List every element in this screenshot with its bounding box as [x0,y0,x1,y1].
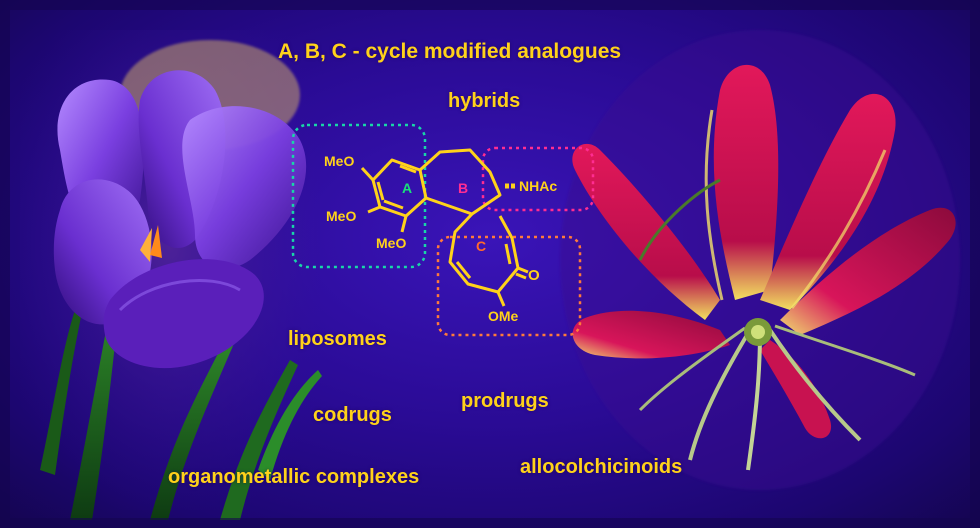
molecule-bonds [360,148,529,307]
label-organometallic-complexes: organometallic complexes [168,466,420,488]
carbonyl-oxygen-label: O [528,267,540,284]
ring-c-letter: C [476,238,486,254]
ring-c-region-box [436,235,582,337]
ring-a-letter: A [402,180,412,196]
figure-title: A, B, C - cycle modified analogues [278,40,622,63]
colchicine-structure: MeO MeO MeO NHAc O OMe A B C [291,123,595,337]
acetamido-label: NHAc [519,178,557,194]
label-prodrugs: prodrugs [461,390,549,412]
ring-b-region-box [481,146,595,212]
methoxy-label-4: OMe [488,308,519,324]
label-allocolchicinoids: allocolchicinoids [520,456,683,478]
methoxy-label-2: MeO [326,208,356,224]
label-hybrids: hybrids [448,90,521,112]
crocus-flower-image [20,30,322,520]
methoxy-label-3: MeO [376,235,406,251]
gloriosa-lily-image [560,30,960,490]
label-codrugs: codrugs [313,404,392,426]
label-liposomes: liposomes [288,328,387,350]
methoxy-label-1: MeO [324,153,354,169]
ring-b-letter: B [458,180,468,196]
